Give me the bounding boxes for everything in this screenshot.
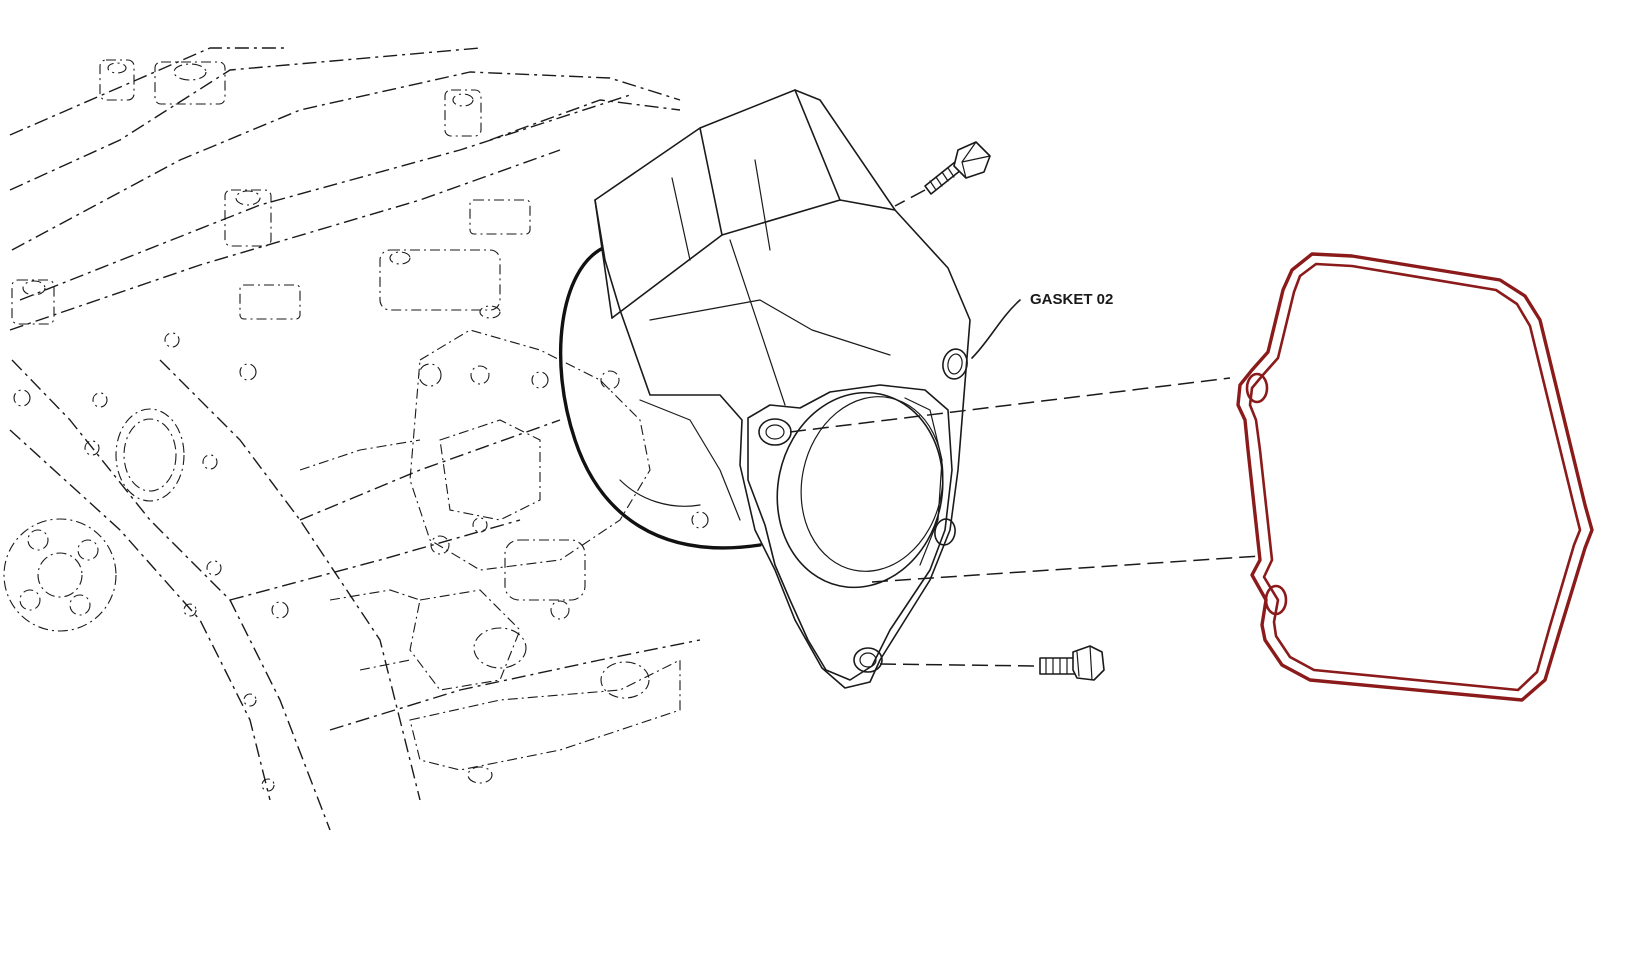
- gasket-callout-label: GASKET 02: [1030, 291, 1113, 308]
- bolt-lower: [879, 645, 1105, 681]
- o-ring: [559, 246, 762, 550]
- end-cover: [594, 89, 971, 689]
- alignment-leaders: [789, 377, 1261, 583]
- gasket-callout: GASKET 02: [971, 291, 1113, 359]
- engine-block-phantom: [3, 47, 709, 831]
- gasket-02: [1236, 252, 1594, 702]
- bolt-upper: [894, 141, 991, 207]
